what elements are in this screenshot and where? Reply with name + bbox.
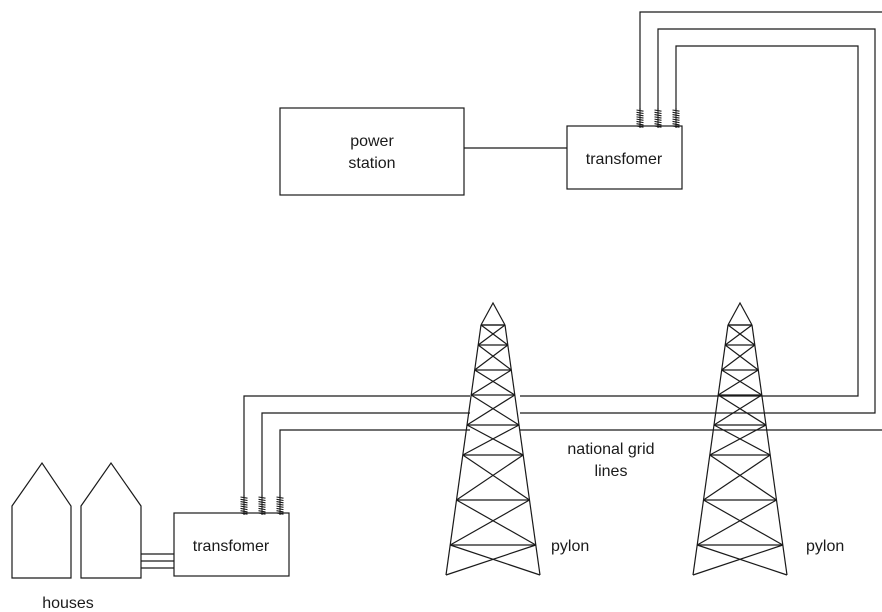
lower-wire-outer: [243, 395, 470, 497]
houses: houses: [11, 461, 142, 612]
lower-wire-inner: [279, 429, 470, 497]
pylon-left: [445, 301, 541, 576]
pylon-right: [692, 301, 788, 576]
transformer-top-insulators: [636, 108, 680, 128]
house-right: [80, 461, 142, 579]
grid-lines-lower: [243, 395, 470, 497]
house-left: [11, 461, 72, 579]
insulator-icon: [258, 495, 266, 515]
grid-lines-upper: [520, 11, 882, 414]
pylon-left-label: pylon: [551, 538, 589, 555]
lower-wire-middle: [261, 412, 470, 497]
grid-wire-middle: [520, 28, 876, 414]
national-grid-label-line2: lines: [595, 463, 628, 480]
national-grid-label-line1: national grid: [567, 441, 654, 458]
grid-wire-outer: [639, 11, 882, 110]
transformer-top-label: transfomer: [586, 151, 663, 168]
power-station-box: [279, 107, 465, 196]
pylon-right-label: pylon: [806, 538, 844, 555]
transformer-top-box: [566, 125, 683, 190]
transformer-bottom-box: [173, 512, 290, 577]
power-station-label-line1: power: [350, 133, 394, 150]
insulator-icon: [654, 108, 662, 128]
insulator-icon: [636, 108, 644, 128]
grid-wire-inner: [520, 45, 859, 397]
power-station: power station: [279, 107, 465, 196]
transformer-bottom: transfomer: [173, 495, 290, 577]
insulator-icon: [276, 495, 284, 515]
transformer-top: transfomer: [566, 108, 683, 190]
houses-label: houses: [42, 595, 94, 612]
transformer-bottom-label: transfomer: [193, 538, 270, 555]
transformer-bottom-insulators: [240, 495, 284, 515]
power-station-label-line2: station: [348, 155, 395, 172]
insulator-icon: [240, 495, 248, 515]
house-supply-lines: [141, 553, 174, 569]
insulator-icon: [672, 108, 680, 128]
